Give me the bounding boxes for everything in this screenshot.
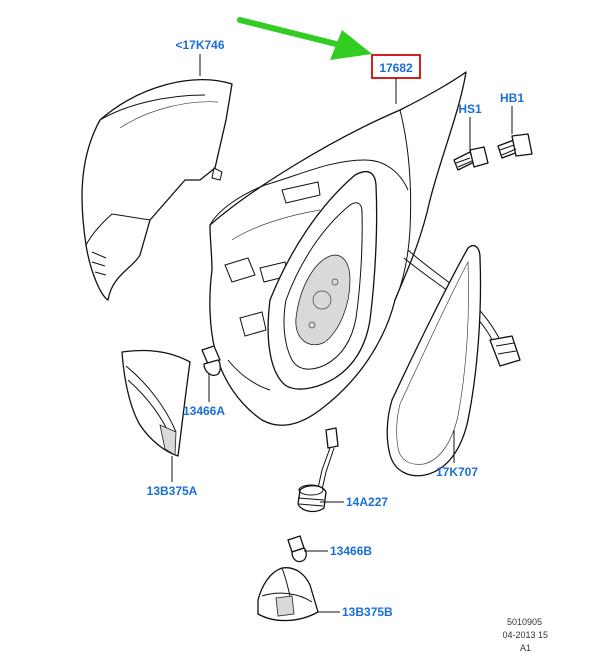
socket-14a227-part[interactable] <box>297 427 339 513</box>
callout-lamp-lower: 13B375B <box>342 605 393 619</box>
callout-bulb-lower: 13466B <box>330 544 372 558</box>
callout-bulb-upper: 13466A <box>183 404 225 418</box>
lamp-13b375a-part[interactable] <box>121 349 191 457</box>
bolt-hb1-part[interactable] <box>497 133 533 159</box>
mirror-housing-part[interactable] <box>209 71 521 426</box>
lamp-13b375b-part[interactable] <box>257 567 319 622</box>
callout-housing: 17682 <box>379 61 413 75</box>
leader-lines <box>171 54 513 613</box>
callout-lamp-upper: 13B375A <box>147 484 198 498</box>
mirror-glass-part[interactable] <box>386 244 482 477</box>
callout-socket: 14A227 <box>346 495 388 509</box>
mirror-cover-part[interactable] <box>81 78 233 301</box>
callout-screw-hs1: HS1 <box>458 102 482 116</box>
callout-cover: <17K746 <box>175 38 224 52</box>
bulb-13466a-part[interactable] <box>201 345 221 376</box>
footer-code: 5010905 <box>507 617 542 627</box>
screw-hs1-part[interactable] <box>453 146 489 171</box>
footer-sheet: A1 <box>520 643 531 653</box>
highlight-arrow <box>237 17 372 60</box>
callout-mirror-glass: 17K707 <box>436 465 478 479</box>
footer-date: 04-2013 15 <box>502 630 548 640</box>
bulb-13466b-part[interactable] <box>287 535 307 563</box>
callout-bolt-hb1: HB1 <box>500 91 524 105</box>
